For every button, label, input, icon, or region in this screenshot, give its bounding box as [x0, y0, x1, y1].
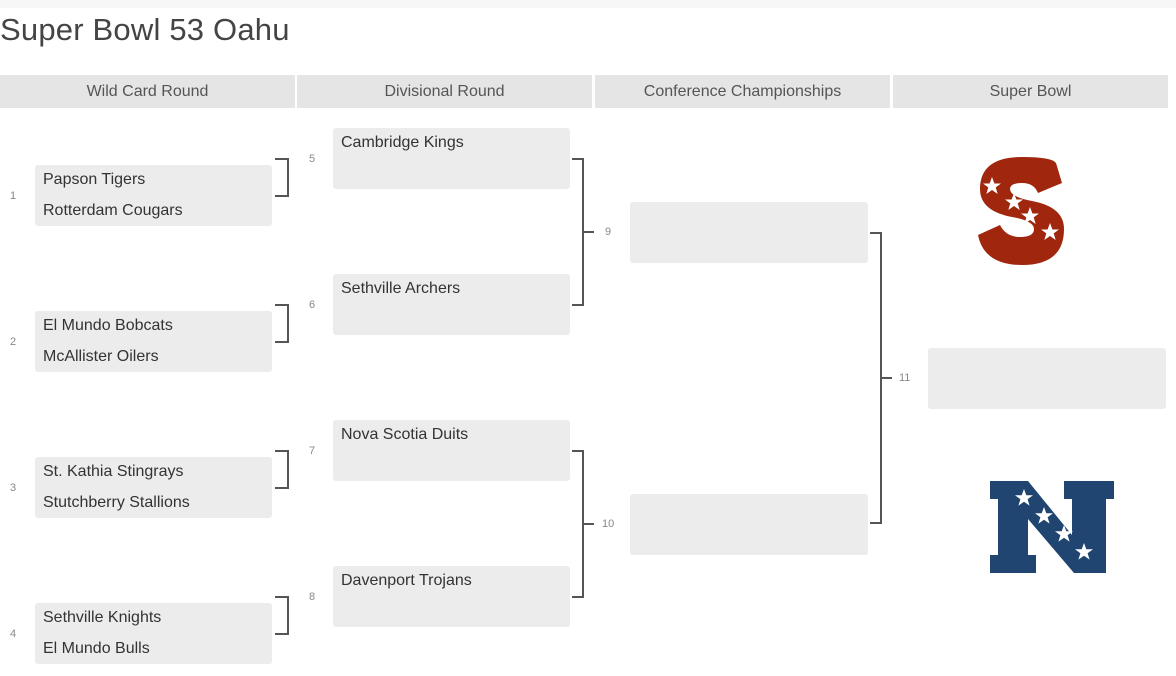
match-wildcard-2[interactable]: El Mundo Bobcats McAllister Oilers — [35, 311, 272, 372]
match-number: 11 — [899, 372, 911, 384]
bracket-connector — [275, 304, 289, 343]
team-name: El Mundo Bulls — [43, 640, 150, 657]
match-number: 7 — [309, 445, 316, 457]
round-header-superbowl: Super Bowl — [893, 75, 1168, 108]
team-name: Stutchberry Stallions — [43, 494, 190, 511]
team-name: Sethville Knights — [43, 609, 162, 626]
match-superbowl[interactable] — [928, 348, 1166, 409]
match-number: 6 — [309, 299, 316, 311]
top-strip — [0, 0, 1176, 8]
match-number: 3 — [10, 482, 17, 494]
page-title: Super Bowl 53 Oahu — [0, 12, 290, 47]
team-name: Papson Tigers — [43, 171, 146, 188]
team-name: Nova Scotia Duits — [341, 426, 469, 443]
team-name: Sethville Archers — [341, 280, 461, 297]
round-header-wildcard: Wild Card Round — [0, 75, 295, 108]
match-divisional-5[interactable]: Cambridge Kings — [333, 128, 570, 189]
nfc-logo-icon — [990, 481, 1114, 573]
bracket-connector — [584, 523, 594, 525]
bracket-connector — [275, 158, 289, 197]
match-number: 9 — [605, 226, 612, 238]
match-divisional-7[interactable]: Nova Scotia Duits — [333, 420, 570, 481]
match-divisional-8[interactable]: Davenport Trojans — [333, 566, 570, 627]
match-number: 4 — [10, 628, 17, 640]
match-wildcard-4[interactable]: Sethville Knights El Mundo Bulls — [35, 603, 272, 664]
match-number: 10 — [602, 518, 615, 530]
round-header-conference: Conference Championships — [595, 75, 890, 108]
team-name: Rotterdam Cougars — [43, 202, 183, 219]
match-divisional-6[interactable]: Sethville Archers — [333, 274, 570, 335]
bracket-connector — [584, 231, 594, 233]
bracket-connector — [275, 450, 289, 489]
match-conference-9[interactable] — [630, 202, 868, 263]
match-conference-10[interactable] — [630, 494, 868, 555]
team-name: El Mundo Bobcats — [43, 317, 173, 334]
match-wildcard-3[interactable]: St. Kathia Stingrays Stutchberry Stallio… — [35, 457, 272, 518]
bracket-connector — [572, 450, 584, 598]
bracket-connector — [275, 596, 289, 635]
afc-logo-icon — [978, 157, 1064, 265]
match-number: 1 — [10, 190, 17, 202]
round-header-divisional: Divisional Round — [297, 75, 592, 108]
bracket-connector — [870, 232, 882, 524]
bracket-connector — [882, 377, 892, 379]
bracket-connector — [572, 158, 584, 306]
match-number: 8 — [309, 591, 316, 603]
match-wildcard-1[interactable]: Papson Tigers Rotterdam Cougars — [35, 165, 272, 226]
match-number: 5 — [309, 153, 316, 165]
team-name: Davenport Trojans — [341, 572, 472, 589]
team-name: Cambridge Kings — [341, 134, 464, 151]
match-number: 2 — [10, 336, 17, 348]
team-name: McAllister Oilers — [43, 348, 159, 365]
team-name: St. Kathia Stingrays — [43, 463, 184, 480]
